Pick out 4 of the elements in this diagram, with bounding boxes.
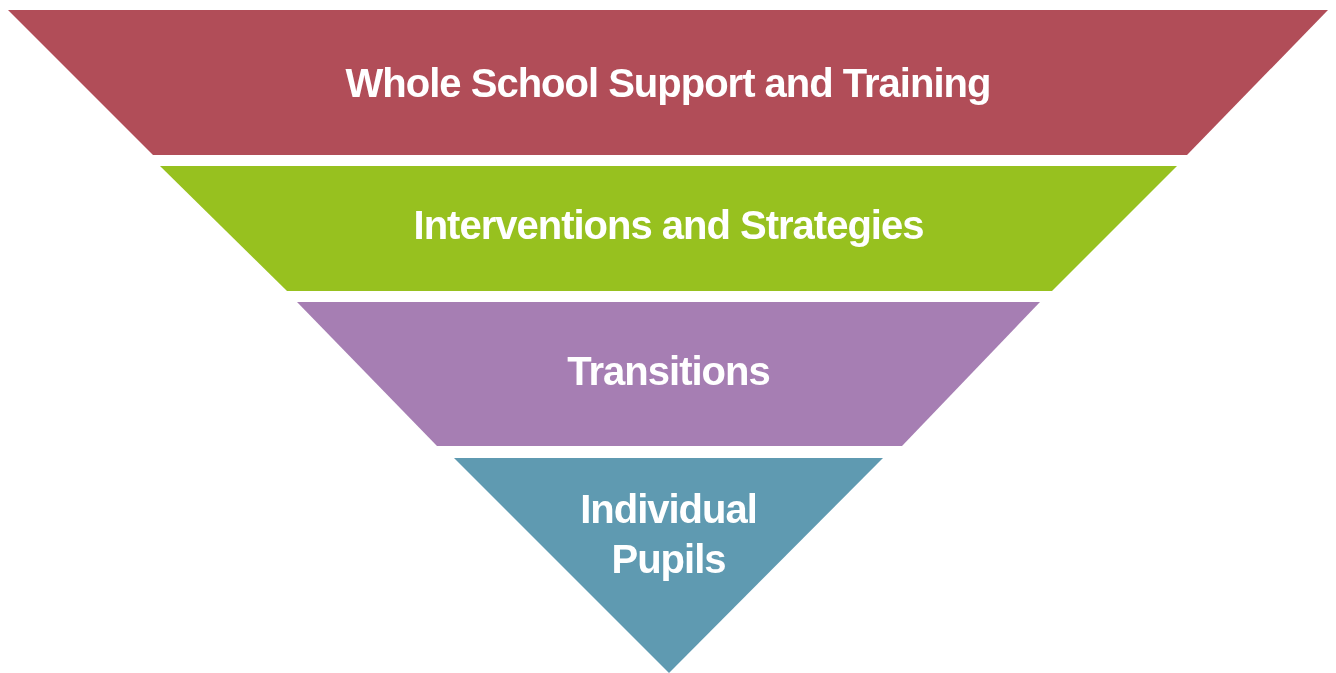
band-label: Interventions and Strategies (413, 202, 924, 249)
band-label: Whole School Support and Training (345, 60, 991, 107)
band-label: Transitions (567, 348, 770, 395)
band-label: Individual Pupils (579, 486, 758, 583)
